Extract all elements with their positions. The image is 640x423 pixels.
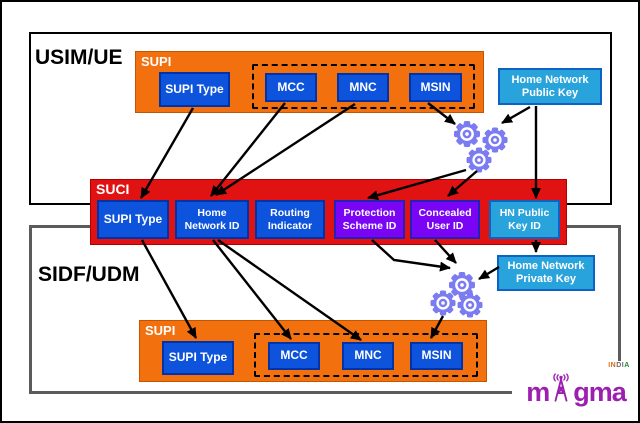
- suci-protection-scheme-id-field: Protection Scheme ID: [334, 200, 405, 239]
- supi-box-bottom-title: SUPI: [145, 323, 176, 338]
- suci-hn-public-key-id-field: HN Public Key ID: [489, 200, 560, 239]
- top-mnc-field: MNC: [337, 73, 389, 102]
- suci-concealed-user-id-field: Concealed User ID: [410, 200, 480, 239]
- suci-home-network-id-field: Home Network ID: [175, 200, 249, 239]
- supi-box-top-title: SUPI: [141, 54, 172, 69]
- home-network-public-key: Home Network Public Key: [498, 68, 602, 105]
- country-part-2: DI: [616, 362, 625, 369]
- usim-ue-label: USIM/UE: [35, 46, 123, 69]
- magma-india-logo: m gma INDIA: [512, 361, 638, 413]
- logo-country-label: INDIA: [608, 362, 630, 369]
- bottom-mcc-field: MCC: [268, 342, 320, 370]
- suci-routing-indicator-field: Routing Indicator: [255, 200, 325, 239]
- bottom-imsi-dashed-group: [254, 333, 478, 377]
- top-mcc-field: MCC: [265, 73, 317, 102]
- radio-tower-icon: [553, 373, 570, 402]
- top-supi-type-field: SUPI Type: [159, 72, 230, 107]
- country-part-3: A: [624, 362, 630, 369]
- home-network-private-key: Home Network Private Key: [497, 255, 595, 291]
- top-imsi-dashed-group: [252, 64, 475, 109]
- logo-letter-m: m: [526, 377, 550, 408]
- top-msin-field: MSIN: [409, 73, 462, 102]
- bottom-supi-type-field: SUPI Type: [162, 341, 234, 375]
- bottom-mnc-field: MNC: [342, 342, 394, 370]
- bottom-msin-field: MSIN: [410, 342, 463, 370]
- country-part-1: IN: [608, 362, 617, 369]
- logo-letters-gma: gma: [573, 377, 627, 408]
- sidf-udm-label: SIDF/UDM: [38, 263, 140, 286]
- suci-supi-type-field: SUPI Type: [97, 200, 169, 239]
- magma-wordmark: m gma INDIA: [526, 362, 629, 408]
- suci-box-title: SUCI: [96, 181, 130, 197]
